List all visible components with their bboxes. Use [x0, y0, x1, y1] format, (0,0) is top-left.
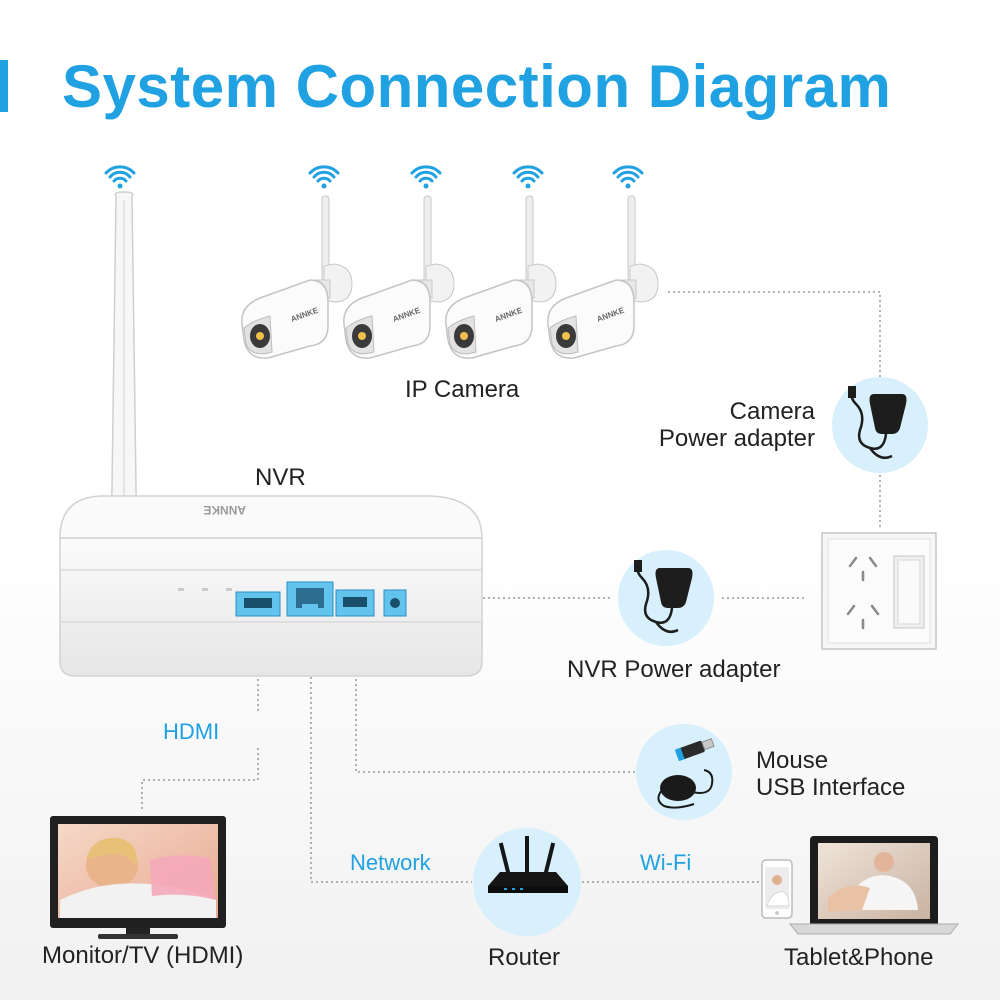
wifi-signal-icon: [308, 165, 340, 189]
bullet-camera-icon: ANNKE: [241, 195, 353, 359]
label-camera-power-line1: Camera: [729, 398, 815, 425]
label-hdmi: HDMI: [163, 719, 220, 744]
label-wifi: Wi-Fi: [640, 850, 692, 875]
wifi-signal-icon: [410, 165, 442, 189]
camera-to-adapter-line: [668, 291, 881, 385]
page-title: System Connection Diagram: [62, 53, 892, 120]
connector-lines: [141, 291, 881, 883]
label-mouse-usb: Mouse USB Interface: [756, 747, 905, 801]
camera-power-adapter: [832, 377, 928, 473]
bullet-camera-icon: ANNKE: [343, 195, 455, 359]
power-adapter-icon: [848, 386, 907, 459]
wifi-signal-icon: [512, 165, 544, 189]
usb-line: [355, 624, 637, 773]
router: [473, 828, 581, 936]
svg-text:ANNKE: ANNKE: [203, 503, 246, 517]
label-tablet-phone: Tablet&Phone: [784, 944, 934, 971]
power-adapter-icon: [634, 560, 693, 633]
network-line: [310, 622, 472, 883]
wifi-signal-icon: [104, 165, 136, 189]
label-network: Network: [350, 850, 431, 875]
usb-mouse-icon: [657, 738, 715, 809]
label-nvr: NVR: [255, 464, 306, 491]
label-nvr-power-adapter: NVR Power adapter: [567, 656, 781, 683]
nvr-box: ANNKE: [59, 495, 483, 677]
hdmi-line: [141, 624, 259, 812]
label-monitor-tv: Monitor/TV (HDMI): [42, 942, 244, 969]
wifi-signal-icons: [104, 165, 644, 189]
label-camera-power-line2: Power adapter: [658, 425, 815, 452]
nvr-power-adapter: [618, 550, 714, 646]
bullet-camera-icon: ANNKE: [445, 195, 557, 359]
title-accent-bar: [0, 60, 8, 112]
router-icon: [488, 836, 568, 893]
ip-cameras: ANNKE ANNKE ANNKE: [241, 195, 659, 359]
wifi-signal-icon: [612, 165, 644, 189]
bullet-camera-icon: ANNKE: [547, 195, 659, 359]
label-mouse-line2: USB Interface: [756, 774, 906, 801]
label-mouse-line1: Mouse: [756, 747, 829, 774]
label-router: Router: [488, 944, 561, 971]
monitor-icon: [50, 816, 226, 939]
usb-mouse: [636, 724, 732, 820]
laptop-icon: [788, 836, 960, 935]
label-camera-power-adapter: Camera Power adapter: [612, 398, 815, 452]
label-ip-camera: IP Camera: [405, 376, 520, 403]
phone-icon: [761, 859, 793, 919]
wall-socket-icon: [821, 532, 937, 650]
